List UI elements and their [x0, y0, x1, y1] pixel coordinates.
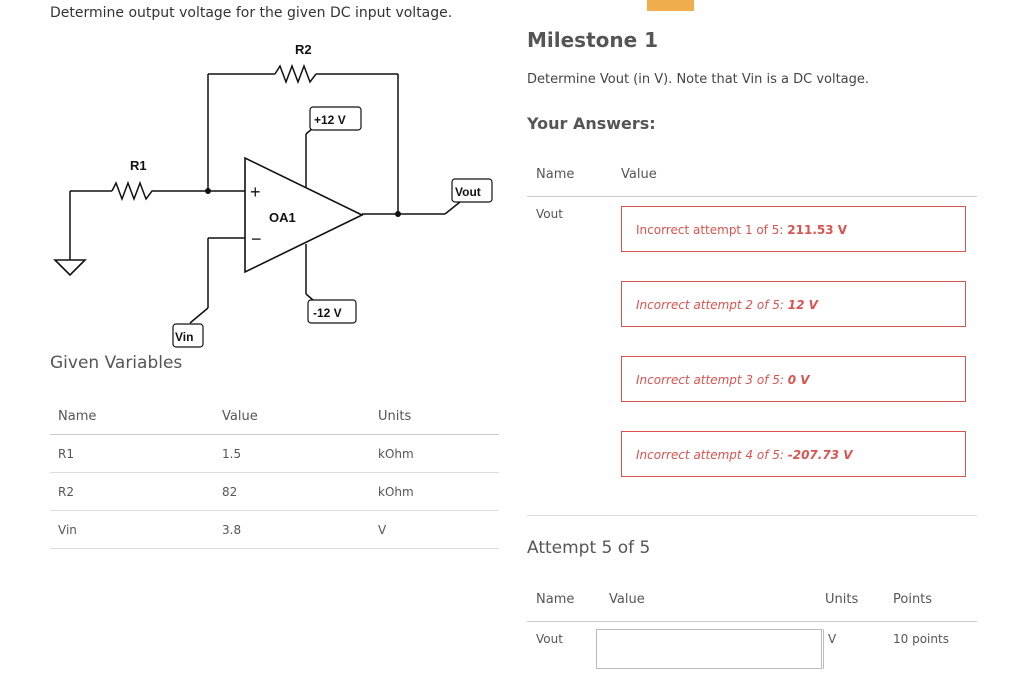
r1-label: R1 [130, 158, 147, 173]
submission-header-name: Name [536, 592, 575, 607]
attempt-prefix: Incorrect attempt 2 of 5: [636, 298, 788, 312]
attempt-5-title: Attempt 5 of 5 [527, 538, 651, 558]
incorrect-attempt-1: Incorrect attempt 1 of 5: 211.53 V [621, 206, 966, 252]
given-variables-table: Name Value Units R1 1.5 kOhm R2 82 kOhm … [50, 398, 499, 549]
col-header-units: Units [370, 398, 499, 435]
units-cell-divider [823, 629, 824, 669]
problem-statement: Determine output voltage for the given D… [50, 5, 453, 21]
plus-sign: + [250, 182, 261, 202]
submission-header-units: Units [825, 592, 859, 607]
attempt-value: 0 V [787, 373, 810, 387]
minus-sign: − [251, 229, 262, 249]
submission-points: 10 points [893, 632, 949, 646]
vout-answer-input[interactable] [596, 629, 822, 669]
vin-label: Vin [175, 330, 193, 344]
submission-header-value: Value [609, 592, 645, 607]
submission-variable-name: Vout [536, 632, 563, 646]
answers-header-name: Name [536, 167, 575, 182]
answers-header: Name Value [527, 160, 977, 197]
table-row: R2 82 kOhm [50, 472, 499, 511]
attempt-value: -207.73 V [787, 448, 853, 462]
var-name: R1 [50, 434, 214, 473]
var-name: Vin [50, 510, 214, 549]
var-value: 82 [214, 472, 370, 511]
opamp-label: OA1 [269, 210, 296, 225]
var-name: R2 [50, 472, 214, 511]
col-header-value: Value [214, 398, 370, 435]
section-divider [527, 515, 977, 516]
var-units: V [370, 510, 499, 549]
given-variables-title: Given Variables [50, 353, 183, 373]
vneg-label: -12 V [313, 306, 342, 320]
circuit-diagram: R2 R1 OA1 + − +12 V -12 V Vin Vout [53, 42, 493, 348]
table-row: Vin 3.8 V [50, 510, 499, 549]
incorrect-attempt-2: Incorrect attempt 2 of 5: 12 V [621, 281, 966, 327]
milestone-description: Determine Vout (in V). Note that Vin is … [527, 72, 870, 87]
table-row: R1 1.5 kOhm [50, 434, 499, 473]
var-value: 3.8 [214, 510, 370, 549]
attempt-prefix: Incorrect attempt 1 of 5: [636, 223, 788, 237]
attempt-prefix: Incorrect attempt 3 of 5: [636, 373, 788, 387]
vpos-label: +12 V [314, 113, 346, 127]
attempt-value: 12 V [787, 298, 818, 312]
var-value: 1.5 [214, 434, 370, 473]
submission-units: V [828, 632, 837, 646]
vout-label: Vout [455, 185, 481, 199]
accent-tab [647, 0, 694, 11]
your-answers-title: Your Answers: [527, 114, 656, 133]
milestone-title: Milestone 1 [527, 28, 659, 52]
incorrect-attempt-4: Incorrect attempt 4 of 5: -207.73 V [621, 431, 966, 477]
junction-dot [205, 188, 211, 194]
submission-header-points: Points [893, 592, 933, 607]
attempt-value: 211.53 V [787, 223, 848, 237]
junction-dot [395, 211, 401, 217]
var-units: kOhm [370, 434, 499, 473]
submission-header: Name Value Units Points [527, 585, 977, 622]
col-header-name: Name [50, 398, 214, 435]
answers-header-value: Value [621, 167, 657, 182]
r2-label: R2 [295, 42, 312, 57]
var-units: kOhm [370, 472, 499, 511]
answer-variable-name: Vout [536, 207, 563, 221]
incorrect-attempt-3: Incorrect attempt 3 of 5: 0 V [621, 356, 966, 402]
attempt-prefix: Incorrect attempt 4 of 5: [636, 448, 788, 462]
